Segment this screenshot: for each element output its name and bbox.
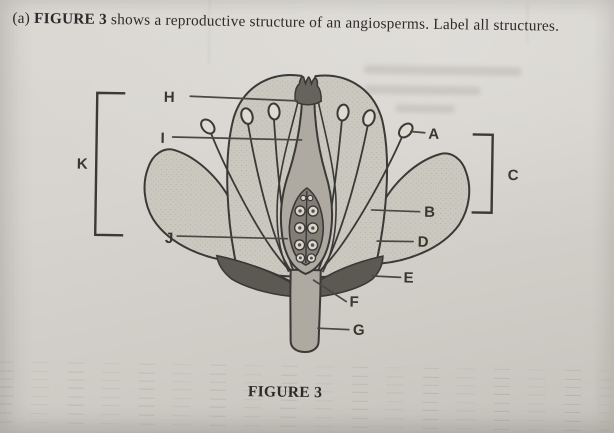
label-E: E [403,269,413,286]
stigma [294,76,322,106]
anther [267,102,281,121]
pointer-line-A [409,130,426,134]
placenta-axis [305,190,308,264]
bracket-K [93,91,126,237]
filament [209,132,294,275]
anther [398,122,414,139]
label-G: G [353,322,365,339]
pointer-line-F [312,279,348,303]
pedicel [289,268,322,353]
pointer-line-J [176,235,289,240]
label-J: J [165,230,174,247]
label-K: K [77,156,88,173]
anther [200,118,216,135]
pointer-line-H [189,95,299,102]
pointer-line-E [371,275,402,279]
anther [240,107,254,125]
label-C: C [508,167,519,184]
bracket-C [471,133,494,214]
filament [316,135,404,275]
label-I: I [160,130,164,147]
pointer-line-B [370,209,421,213]
label-D: D [418,234,429,251]
label-B: B [424,204,435,221]
label-F: F [350,294,359,311]
filament [246,122,296,277]
label-H: H [164,89,175,106]
pointer-line-G [316,327,350,331]
figure-caption: FIGURE 3 [247,383,323,402]
pointer-line-I [171,136,303,141]
pointer-line-D [376,240,414,243]
ovules [293,194,319,263]
label-A: A [428,126,439,143]
anther [336,103,350,122]
anther [362,109,376,127]
